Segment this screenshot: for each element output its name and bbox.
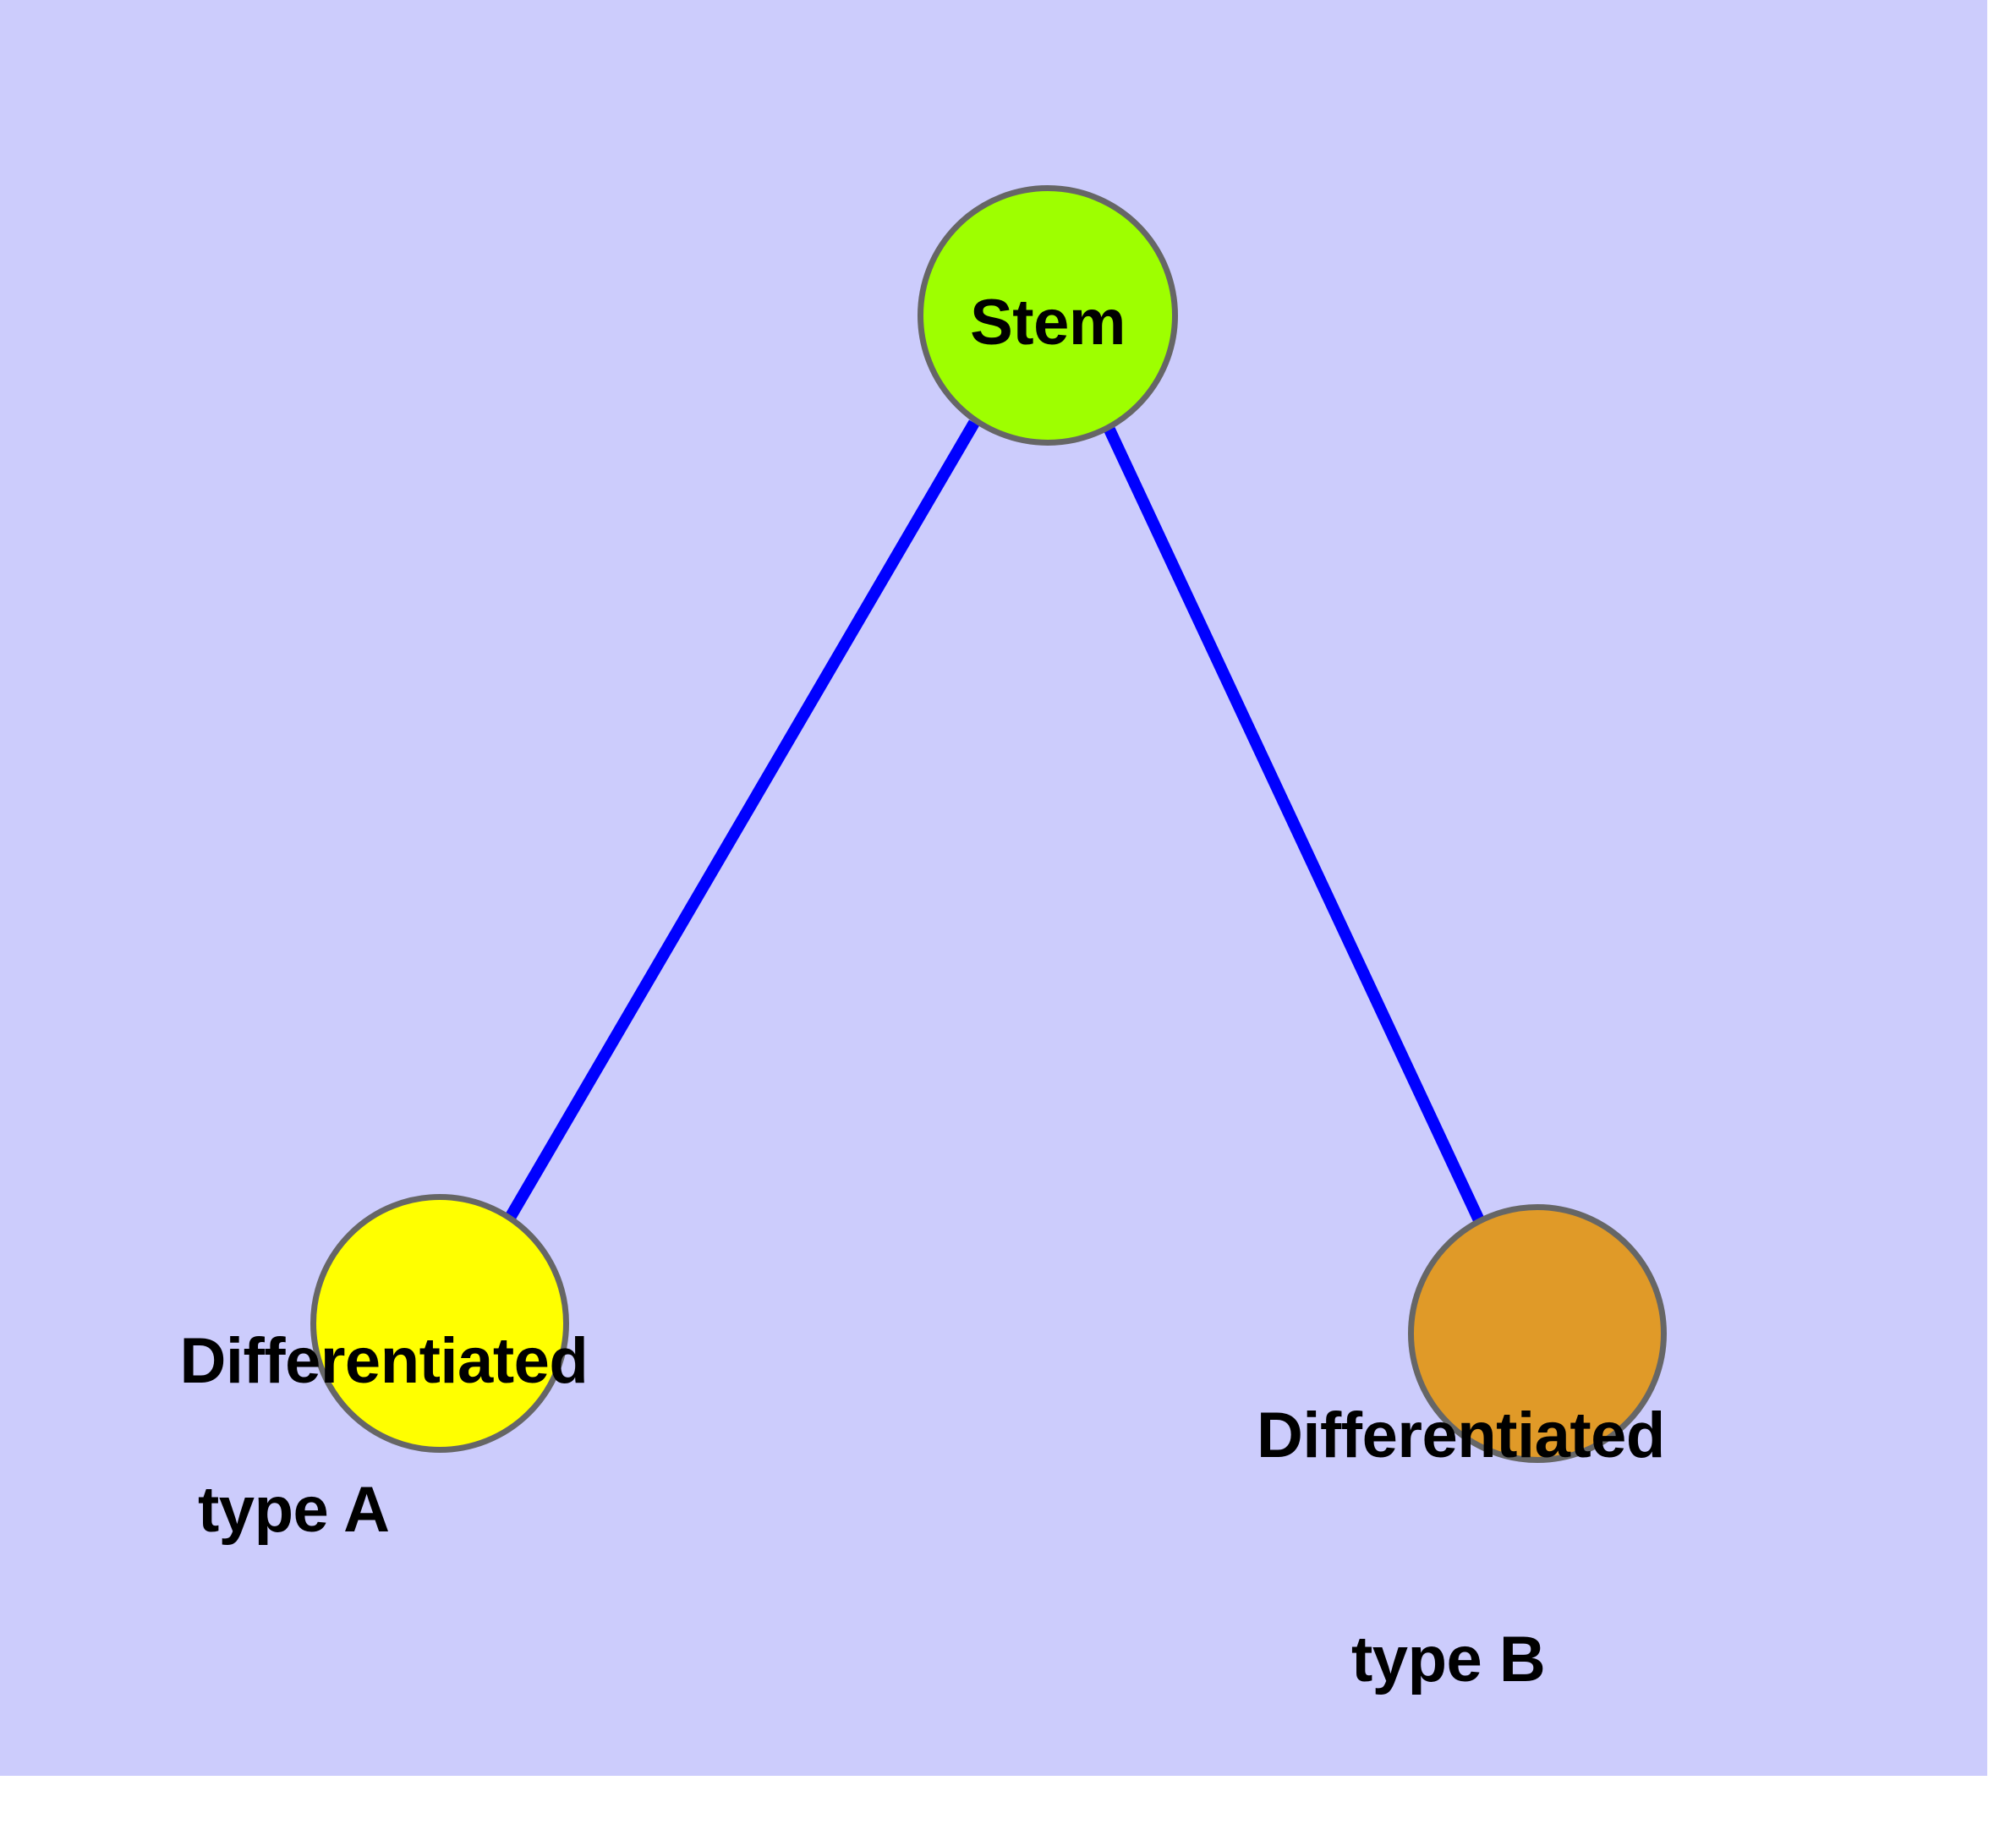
node-label-line-1: Differentiated	[179, 1325, 589, 1398]
diagram-canvas: Stem Differentiated type A Differentiate…	[0, 0, 1987, 1776]
node-stem[interactable]	[918, 185, 1178, 446]
node-label-line-2: type A	[198, 1474, 390, 1547]
node-differentiated-type-a[interactable]	[310, 1194, 569, 1453]
node-label-line-1: Differentiated	[1257, 1400, 1665, 1472]
node-differentiated-type-b[interactable]	[1408, 1204, 1667, 1463]
edge-stem-to-type-b	[1104, 427, 1485, 1223]
node-label-line-2: type B	[1351, 1623, 1546, 1695]
edge-stem-to-type-a	[504, 419, 980, 1221]
node-label-differentiated-type-a: Differentiated type A	[110, 1250, 778, 1697]
graph-edges-layer	[504, 419, 1485, 1223]
node-label-stem: Stem	[970, 287, 1126, 359]
node-label-differentiated-type-b: Differentiated type B	[1209, 1250, 1877, 1846]
